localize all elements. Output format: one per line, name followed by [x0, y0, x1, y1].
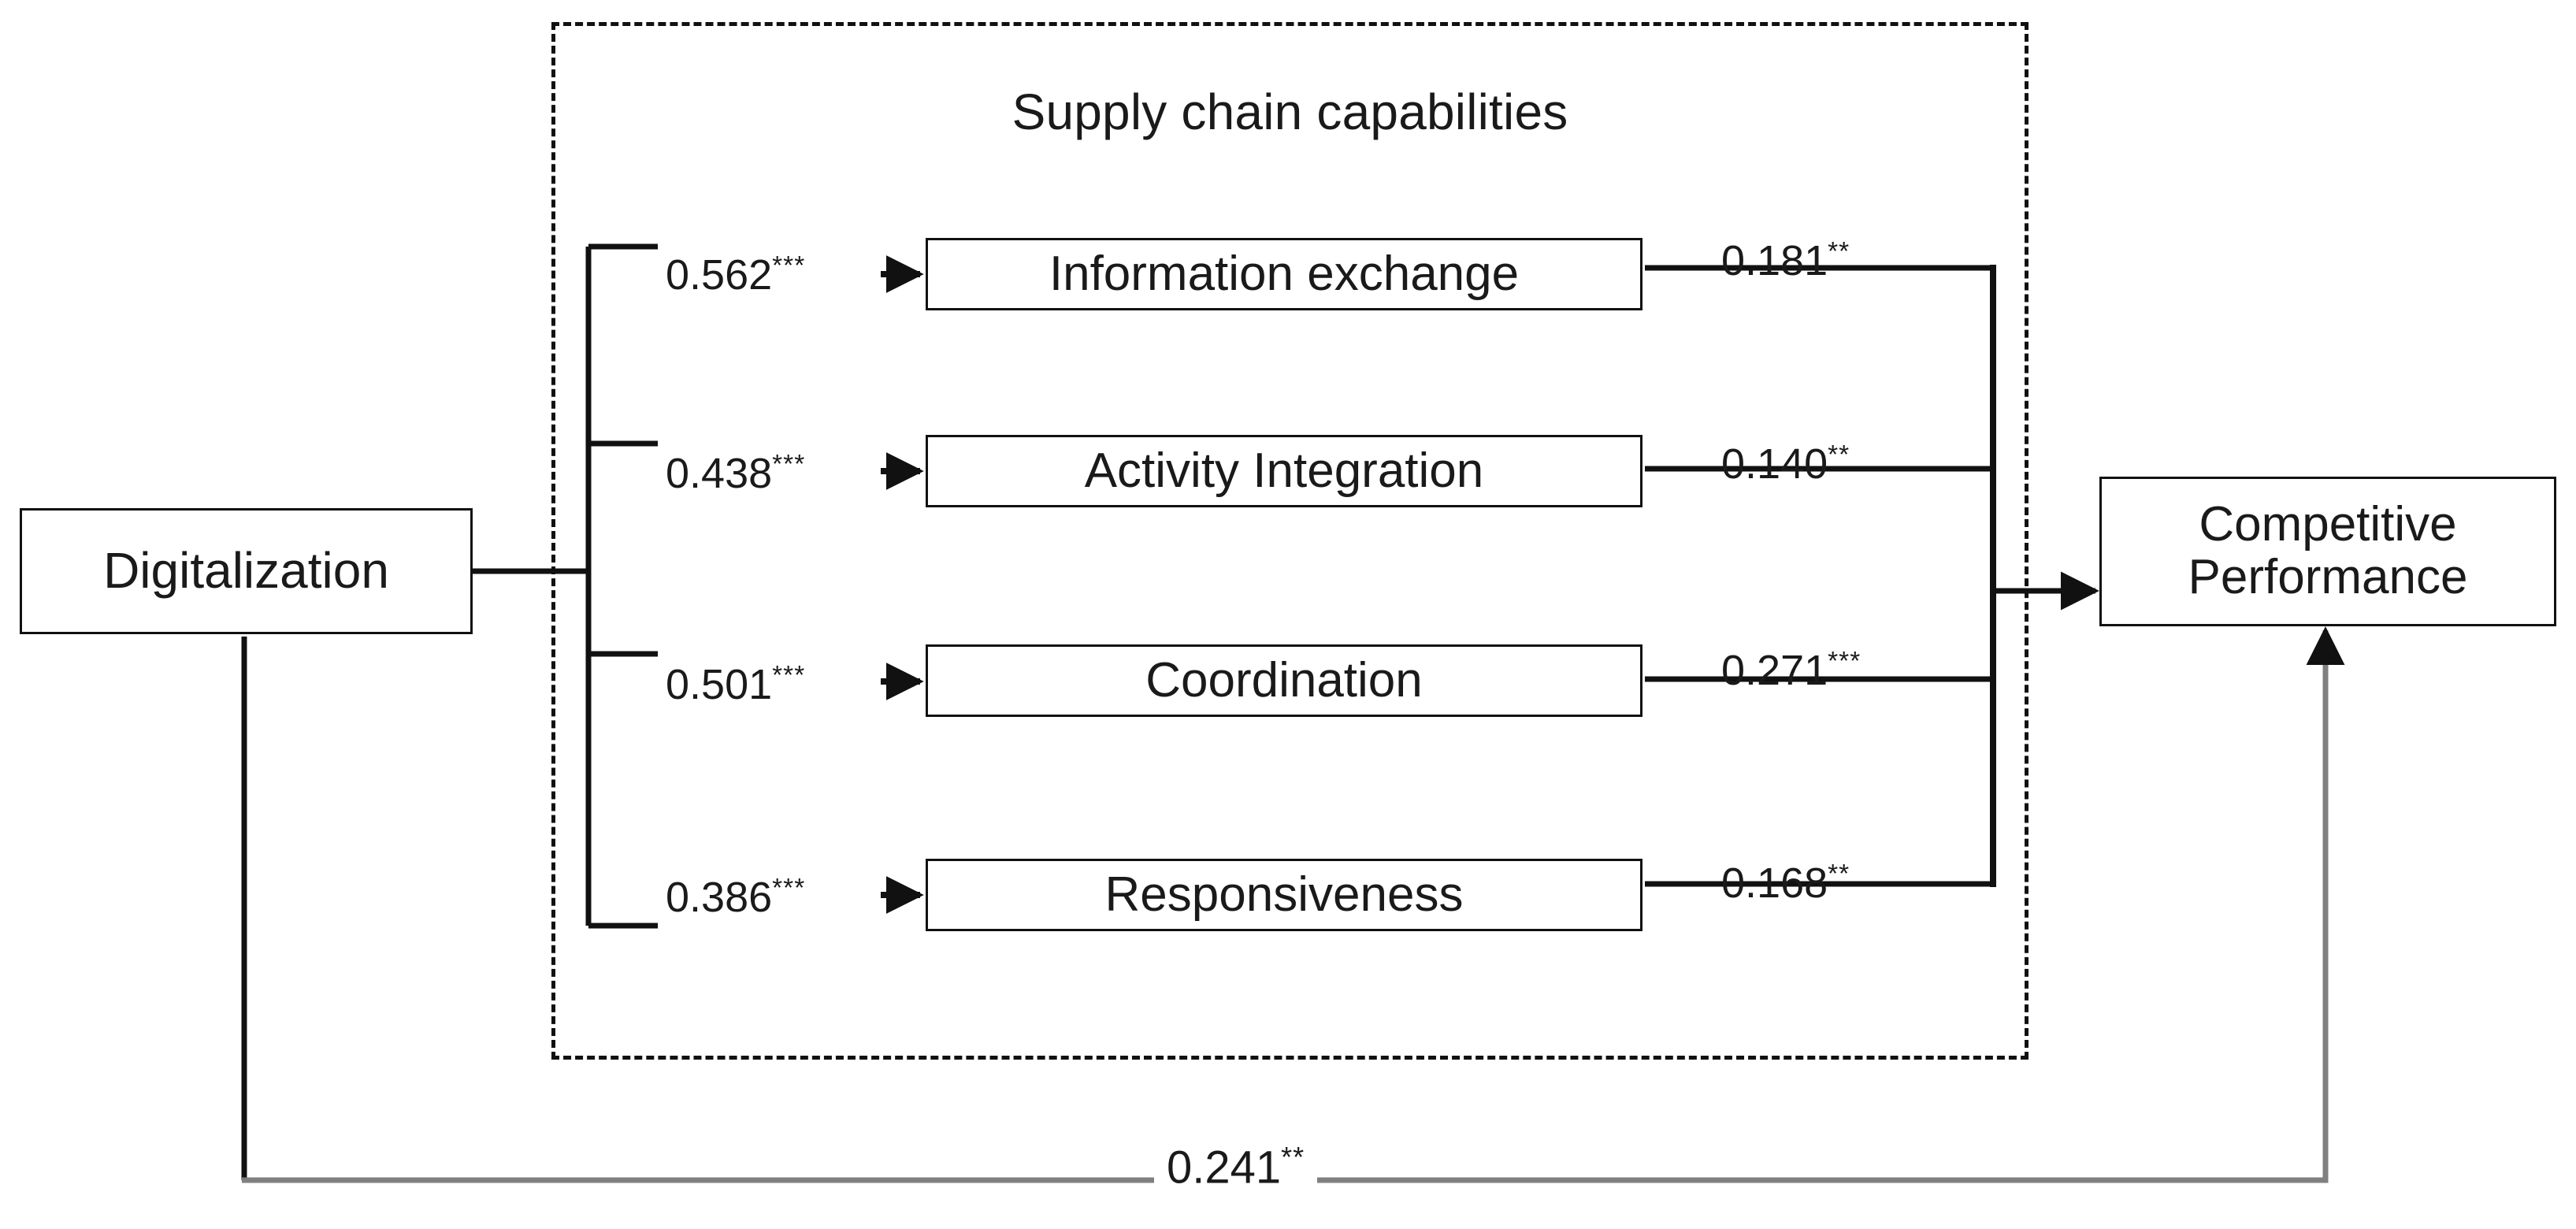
node-information-exchange-label: Information exchange: [1049, 246, 1520, 301]
coefficient-value: 0.181: [1721, 237, 1828, 284]
significance-stars: ***: [1828, 647, 1861, 676]
node-activity-integration-label: Activity Integration: [1084, 443, 1484, 498]
coefficient-b-activity-integration: 0.140**: [1721, 440, 1850, 488]
coefficient-value: 0.271: [1721, 647, 1828, 694]
node-competitive-performance-label-line2: Performance: [2188, 550, 2468, 604]
coefficient-direct-effect: 0.241**: [1154, 1141, 1318, 1194]
significance-stars: **: [1828, 440, 1850, 470]
significance-stars: ***: [772, 251, 806, 280]
coefficient-value: 0.140: [1721, 440, 1828, 488]
node-responsiveness[interactable]: Responsiveness: [926, 859, 1642, 931]
significance-stars: **: [1828, 237, 1850, 266]
node-digitalization[interactable]: Digitalization: [20, 508, 473, 634]
significance-stars: **: [1828, 860, 1850, 889]
significance-stars: **: [1281, 1141, 1305, 1173]
coefficient-b-responsiveness: 0.168**: [1721, 859, 1850, 908]
coefficient-value: 0.241: [1167, 1142, 1282, 1194]
coefficient-a-information-exchange: 0.562***: [666, 251, 805, 299]
node-responsiveness-label: Responsiveness: [1104, 867, 1464, 922]
node-coordination[interactable]: Coordination: [926, 644, 1642, 717]
significance-stars: ***: [772, 450, 806, 479]
connector-direct-effect-horizontal: [242, 626, 2345, 1183]
coefficient-a-responsiveness: 0.386***: [666, 873, 805, 922]
node-competitive-performance-label-line1: Competitive: [2199, 497, 2457, 552]
coefficient-a-activity-integration: 0.438***: [666, 449, 805, 498]
node-digitalization-label: Digitalization: [103, 542, 389, 600]
coefficient-b-information-exchange: 0.181**: [1721, 236, 1850, 285]
significance-stars: ***: [772, 661, 806, 690]
supply-chain-capabilities-group-frame: [551, 22, 2029, 1060]
coefficient-value: 0.168: [1721, 860, 1828, 907]
coefficient-b-coordination: 0.271***: [1721, 646, 1861, 695]
group-title: Supply chain capabilities: [1011, 84, 1568, 140]
coefficient-value: 0.386: [666, 874, 773, 921]
node-activity-integration[interactable]: Activity Integration: [926, 435, 1642, 507]
coefficient-value: 0.501: [666, 661, 773, 708]
coefficient-a-coordination: 0.501***: [666, 660, 805, 709]
node-coordination-label: Coordination: [1145, 652, 1423, 707]
coefficient-value: 0.562: [666, 251, 773, 299]
coefficient-value: 0.438: [666, 450, 773, 497]
node-competitive-performance[interactable]: Competitive Performance: [2099, 477, 2556, 626]
node-information-exchange[interactable]: Information exchange: [926, 238, 1642, 310]
significance-stars: ***: [772, 874, 806, 903]
